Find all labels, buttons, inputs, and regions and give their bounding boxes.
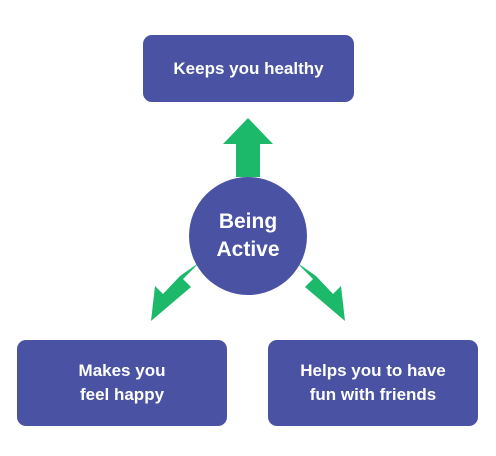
center-being-active: Being Active xyxy=(189,177,307,295)
arrow-to-happy xyxy=(151,262,200,321)
node-fun-with-friends: Helps you to have fun with friends xyxy=(268,340,478,426)
node-feel-happy-label: Makes you feel happy xyxy=(78,361,166,404)
node-feel-happy: Makes you feel happy xyxy=(17,340,227,426)
center-label: Being Active xyxy=(216,210,280,261)
arrow-down-left-icon xyxy=(151,262,200,321)
node-keeps-healthy: Keeps you healthy xyxy=(143,35,354,102)
arrow-to-friends xyxy=(296,262,345,321)
arrow-up-icon xyxy=(223,118,273,177)
node-fun-with-friends-label: Helps you to have fun with friends xyxy=(300,361,446,404)
node-keeps-healthy-label: Keeps you healthy xyxy=(173,58,324,78)
arrow-to-healthy xyxy=(223,118,273,177)
arrow-down-right-icon xyxy=(296,262,345,321)
